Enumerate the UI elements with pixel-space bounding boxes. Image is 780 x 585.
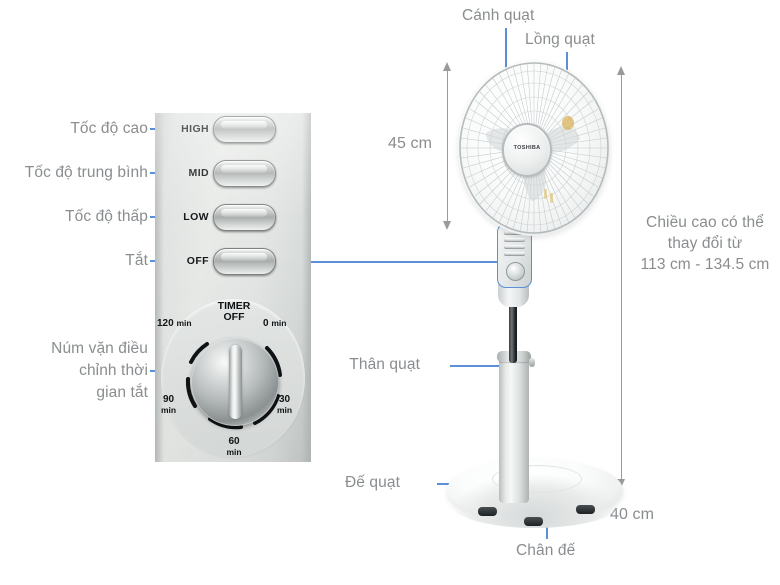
timer-mark-30: 30 min (277, 394, 292, 416)
dimension-label-base-width: 40 cm (610, 506, 655, 523)
timer-mark-90: 90 min (161, 394, 176, 416)
fan-base-ring (492, 465, 582, 493)
leader-line-blade (505, 28, 507, 84)
button-high[interactable] (213, 116, 276, 143)
stand-fan-illustration: TOSHIBA (440, 55, 650, 528)
timer-title-line1: TIMER (217, 300, 251, 312)
adjustable-height-line3: 113 cm - 134.5 cm (640, 256, 770, 273)
label-high-speed: Tốc độ cao (70, 120, 148, 137)
timer-mark-90-unit: min (161, 405, 177, 415)
timer-mark-0-value: 0 (263, 318, 269, 329)
panel-right-shade (302, 113, 311, 462)
timer-mark-120-value: 120 (157, 318, 174, 329)
fan-control-panel: HIGH MID LOW OFF TIMER OFF 0 min 30 min (155, 113, 311, 462)
leader-line-panel-to-fan (311, 261, 522, 263)
dimension-label-adjustable-height: Chiều cao có thể thay đổi từ 113 cm - 13… (632, 212, 778, 275)
fan-hub: TOSHIBA (502, 123, 552, 177)
label-timer-knob-line3: gian tắt (96, 384, 148, 401)
onboard-button-3[interactable] (504, 245, 525, 249)
button-low[interactable] (213, 204, 276, 231)
onboard-button-4[interactable] (504, 252, 525, 256)
label-off: Tắt (125, 252, 148, 269)
fan-grille: TOSHIBA (458, 61, 610, 236)
label-foot: Chân đế (516, 542, 576, 559)
timer-dial-knob[interactable] (191, 338, 279, 426)
dimension-arrow-total-top (617, 66, 625, 75)
dimension-line-head-height (447, 70, 449, 223)
adjustable-height-line2: thay đổi từ (667, 235, 743, 252)
timer-mark-90-value: 90 (163, 394, 175, 405)
onboard-button-2[interactable] (504, 238, 525, 242)
dimension-arrow-head-bottom (443, 221, 451, 230)
fan-foot-right (576, 505, 595, 514)
leader-line-body (450, 365, 500, 367)
button-label-mid: MID (188, 167, 209, 179)
timer-mark-60-value: 60 (228, 436, 240, 447)
pole-height-lock (529, 358, 535, 367)
fan-pole (499, 355, 529, 503)
label-timer-knob-line1: Núm vặn điều (51, 340, 148, 357)
timer-mark-30-unit: min (277, 405, 293, 415)
timer-mark-30-value: 30 (279, 394, 291, 405)
label-cage: Lồng quạt (525, 31, 595, 48)
onboard-timer-knob[interactable] (506, 262, 525, 281)
label-low-speed: Tốc độ thấp (65, 208, 148, 225)
fan-foot-left (478, 507, 497, 516)
fan-telescopic-rod (509, 303, 517, 363)
fan-foot-center (524, 517, 543, 526)
timer-mark-120-unit: min (176, 318, 192, 328)
panel-left-shade (155, 113, 164, 462)
dimension-label-head-height: 45 cm (388, 135, 433, 152)
dial-pointer (228, 345, 242, 419)
dimension-arrow-head-top (443, 62, 451, 71)
adjustable-height-line1: Chiều cao có thể (646, 214, 764, 231)
brand-logo: TOSHIBA (513, 145, 541, 151)
button-label-low: LOW (183, 211, 209, 223)
button-off[interactable] (213, 248, 276, 275)
label-medium-speed: Tốc độ trung bình (24, 164, 148, 181)
label-body: Thân quạt (349, 356, 420, 373)
timer-title-line2: OFF (223, 311, 245, 323)
timer-mark-0-unit: min (271, 318, 287, 328)
timer-scale-arc (185, 342, 282, 430)
button-label-high: HIGH (181, 123, 209, 135)
timer-mark-120: 120 min (157, 318, 192, 329)
timer-mark-60-unit: min (226, 447, 242, 457)
timer-mark-60: 60 min (212, 436, 256, 458)
button-label-off: OFF (186, 255, 209, 267)
dimension-line-total-height (621, 75, 623, 481)
button-mid[interactable] (213, 160, 276, 187)
timer-mark-0: 0 min (263, 318, 286, 329)
label-fan-base: Đế quạt (345, 474, 400, 491)
label-timer-knob-line2: chỉnh thời (79, 362, 148, 379)
label-blade: Cánh quạt (462, 7, 535, 24)
